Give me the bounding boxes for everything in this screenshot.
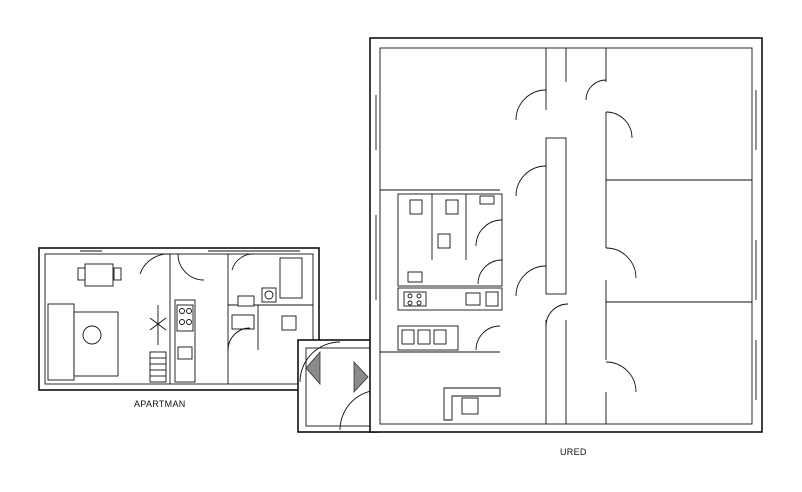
corridor-wall xyxy=(297,339,379,433)
entrance-arrow-right xyxy=(353,360,369,394)
rug-circle xyxy=(82,325,102,345)
entrance-corridor xyxy=(297,339,413,433)
washbasin xyxy=(407,271,423,283)
office-unit xyxy=(369,37,763,433)
office-door xyxy=(515,165,547,197)
office-door xyxy=(475,219,503,247)
office-door xyxy=(515,89,547,121)
entrance-door xyxy=(299,341,341,383)
sink xyxy=(177,346,193,360)
apartment-inner-wall xyxy=(44,253,314,385)
apartment-door xyxy=(231,253,255,271)
toilet xyxy=(437,233,451,249)
office-door xyxy=(605,361,637,393)
sofa xyxy=(47,303,75,381)
toilet xyxy=(409,199,423,215)
reception-chair xyxy=(461,397,479,415)
stairs xyxy=(149,351,167,383)
chair xyxy=(433,329,447,345)
wc-block xyxy=(397,193,503,287)
office-door xyxy=(605,247,637,279)
toilet xyxy=(445,199,459,215)
washing-machine xyxy=(261,287,277,303)
washbasin xyxy=(237,295,255,307)
office-door xyxy=(515,265,547,297)
apartment-door xyxy=(227,327,251,351)
apartment-label: APARTMAN xyxy=(134,399,186,409)
apartment-unit xyxy=(38,247,320,391)
dining-chair xyxy=(113,267,122,281)
toilet xyxy=(281,315,297,331)
reception-desk xyxy=(443,387,501,421)
washbasin xyxy=(479,195,495,205)
office-door xyxy=(585,79,607,101)
sofa-seat xyxy=(73,311,119,377)
dining-table xyxy=(84,263,114,287)
bathroom-cabinet xyxy=(279,257,303,299)
office-door xyxy=(475,325,501,351)
stove xyxy=(403,291,427,307)
office-door xyxy=(545,303,569,327)
dining-chair xyxy=(77,267,86,281)
entrance-arrow-left xyxy=(305,350,321,386)
office-label: URED xyxy=(560,447,587,457)
chair xyxy=(401,329,415,345)
office-door xyxy=(477,259,503,285)
corridor-column xyxy=(545,137,567,295)
sink xyxy=(465,292,481,306)
office-door xyxy=(605,111,633,139)
chair xyxy=(417,329,431,345)
fridge xyxy=(485,291,499,307)
apartment-door xyxy=(139,253,171,275)
apartment-door xyxy=(177,253,205,281)
shower-shelf xyxy=(231,314,255,330)
